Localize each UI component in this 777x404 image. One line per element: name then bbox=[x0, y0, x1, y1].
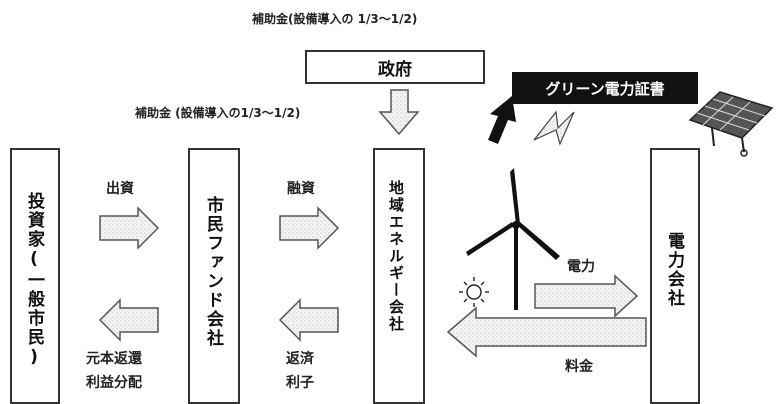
top-subsidy-label: 補助金(設備導入の 1/3〜1/2) bbox=[252, 12, 418, 26]
green-certificate-box: グリーン電力証書 bbox=[512, 72, 698, 104]
repayment-arrow bbox=[278, 298, 339, 342]
investment-label: 出資 bbox=[106, 181, 134, 197]
lightning-icon bbox=[533, 110, 575, 146]
charge-arrow bbox=[446, 306, 647, 358]
return-arrow bbox=[98, 298, 159, 342]
electricity-arrow bbox=[534, 274, 639, 318]
regional-energy-box bbox=[373, 148, 425, 404]
profit-distribution-label: 利益分配 bbox=[86, 375, 142, 391]
citizen-fund-label: 市民ファンド会社 bbox=[203, 196, 223, 348]
investor-box bbox=[10, 148, 60, 404]
citizen-fund-box bbox=[188, 148, 240, 404]
solar-panel-icon bbox=[688, 91, 774, 157]
repayment-label: 返済 bbox=[286, 351, 314, 367]
financing-arrow bbox=[279, 206, 340, 250]
charge-label: 料金 bbox=[565, 359, 593, 375]
mid-subsidy-label: 補助金 (設備導入の1/3〜1/2) bbox=[135, 106, 301, 120]
government-label: 政府 bbox=[378, 59, 412, 80]
subsidy-down-arrow bbox=[378, 89, 420, 136]
power-company-box bbox=[650, 148, 700, 404]
government-box: 政府 bbox=[305, 50, 485, 84]
green-certificate-label: グリーン電力証書 bbox=[545, 79, 665, 98]
investment-arrow bbox=[99, 206, 160, 250]
interest-label: 利子 bbox=[286, 375, 314, 391]
principal-return-label: 元本返還 bbox=[86, 351, 142, 367]
investor-label: 投資家(一般市民) bbox=[24, 192, 44, 369]
sun-icon bbox=[459, 277, 489, 307]
wind-turbine-icon bbox=[466, 168, 560, 310]
electricity-label: 電力 bbox=[567, 259, 595, 275]
financing-label: 融資 bbox=[287, 181, 315, 197]
certificate-arrow bbox=[488, 96, 516, 144]
power-company-label: 電力会社 bbox=[664, 232, 684, 308]
regional-energy-label: 地域エネルギー会社 bbox=[387, 180, 405, 333]
